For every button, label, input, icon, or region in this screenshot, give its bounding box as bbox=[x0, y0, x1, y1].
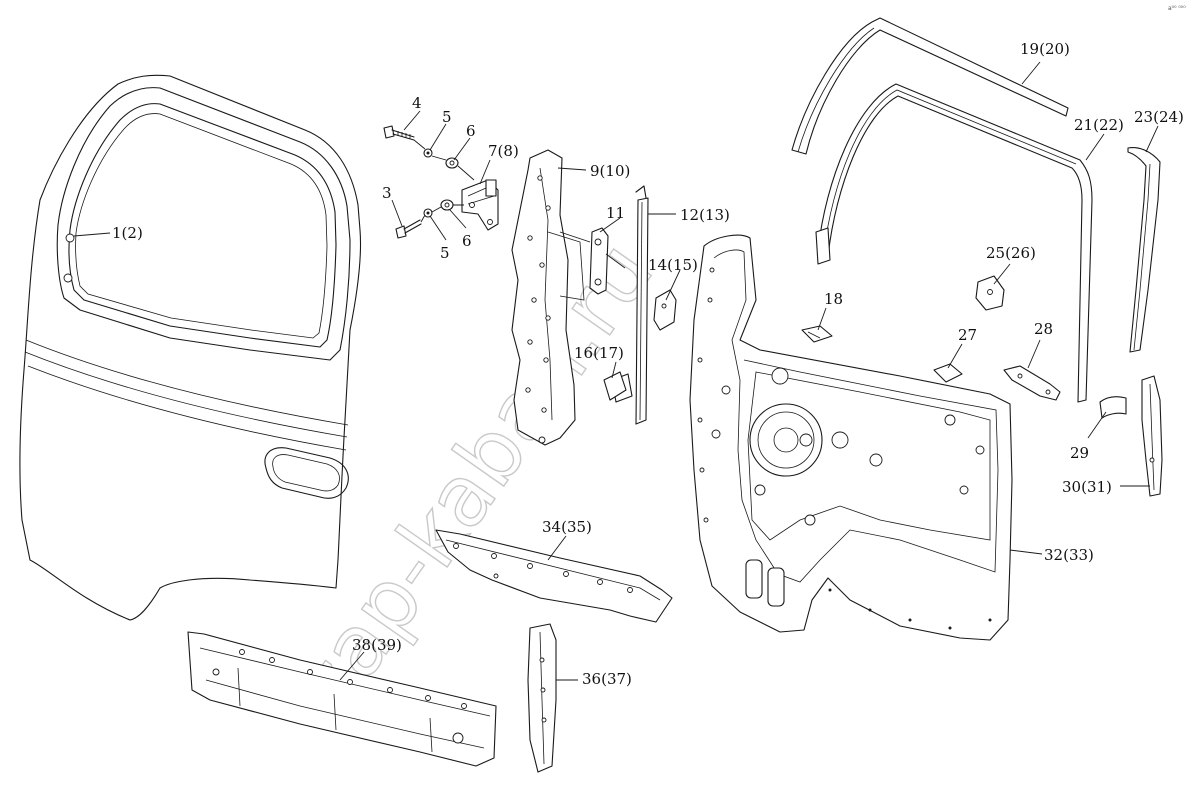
lock-pillar-strip bbox=[1141, 375, 1163, 497]
callout-25: 25(26) bbox=[986, 244, 1036, 262]
beltline-reinforcement bbox=[435, 529, 673, 623]
lower-reinforcement bbox=[187, 631, 497, 767]
callout-6-bottom: 6 bbox=[462, 232, 472, 250]
leader-lines bbox=[73, 61, 1159, 681]
callout-5-bottom: 5 bbox=[440, 244, 450, 262]
callout-16: 16(17) bbox=[574, 344, 624, 362]
callout-32: 32(33) bbox=[1044, 546, 1094, 564]
bracket-28 bbox=[1003, 365, 1061, 401]
callout-3: 3 bbox=[382, 184, 392, 202]
callout-9: 9(10) bbox=[590, 162, 630, 180]
window-frame-outer bbox=[791, 17, 1069, 155]
hinge-assembly bbox=[383, 125, 499, 239]
callout-27: 27 bbox=[958, 326, 977, 344]
outer-door-panel bbox=[19, 74, 362, 621]
bracket-27 bbox=[933, 363, 963, 383]
bracket-14 bbox=[653, 289, 677, 331]
callout-7: 7(8) bbox=[488, 142, 519, 160]
callout-1: 1(2) bbox=[112, 224, 143, 242]
bracket-11 bbox=[559, 227, 626, 295]
bracket-18 bbox=[801, 325, 833, 343]
hinge-pillar bbox=[511, 149, 585, 446]
window-frame-inner bbox=[815, 83, 1093, 403]
callout-36: 36(37) bbox=[582, 670, 632, 688]
callout-12: 12(13) bbox=[680, 206, 730, 224]
callout-28: 28 bbox=[1034, 320, 1053, 338]
callout-5-top: 5 bbox=[442, 108, 452, 126]
corner-mark: a⁰⁰ ⁰⁰⁰ bbox=[1168, 5, 1186, 12]
callout-11: 11 bbox=[606, 204, 625, 222]
callout-38: 38(39) bbox=[352, 636, 402, 654]
callout-labels: 1(2) 3 4 5 5 6 6 7(8) 9(10) 11 12(13) 14… bbox=[112, 40, 1184, 688]
callout-18: 18 bbox=[824, 290, 843, 308]
glass-run-seal bbox=[1127, 147, 1161, 353]
callout-6-top: 6 bbox=[466, 122, 476, 140]
callout-30: 30(31) bbox=[1062, 478, 1112, 496]
bracket-16 bbox=[603, 371, 627, 401]
callout-34: 34(35) bbox=[542, 518, 592, 536]
inner-door-panel bbox=[689, 234, 1013, 641]
callout-23: 23(24) bbox=[1134, 108, 1184, 126]
callout-21: 21(22) bbox=[1074, 116, 1124, 134]
callout-19: 19(20) bbox=[1020, 40, 1070, 58]
vertical-reinforcement bbox=[527, 623, 557, 773]
callout-29: 29 bbox=[1070, 444, 1089, 462]
bracket-29 bbox=[1099, 396, 1127, 419]
watermark: zap-kaban.ru bbox=[276, 224, 672, 731]
bracket-25 bbox=[975, 275, 1005, 311]
callout-4: 4 bbox=[412, 94, 422, 112]
callout-14: 14(15) bbox=[648, 256, 698, 274]
